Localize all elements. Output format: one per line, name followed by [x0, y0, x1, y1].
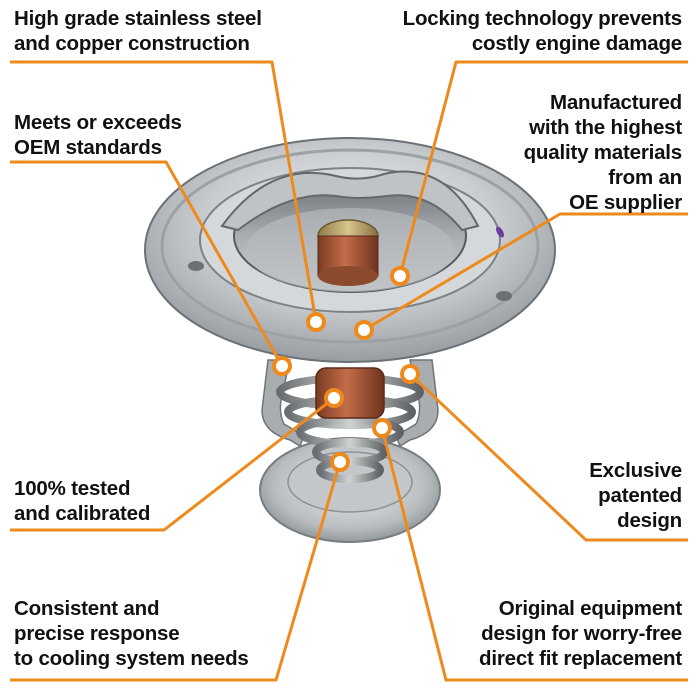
callout-line: design	[617, 509, 682, 532]
leader-direct-fit	[380, 427, 688, 682]
callout-line: to cooling system needs	[14, 647, 249, 670]
leader-stainless-copper	[10, 60, 318, 323]
callout-line: Original equipment	[498, 597, 682, 620]
callout-line: 100% tested	[14, 477, 131, 500]
callout-patented-design: Exclusive patented design	[589, 458, 682, 533]
dot-direct-fit	[372, 418, 392, 438]
leader-oem-standards	[10, 160, 284, 367]
dot-quality-materials	[354, 320, 374, 340]
callout-line: Meets or exceeds	[14, 111, 182, 134]
callout-locking-technology: Locking technology prevents costly engin…	[402, 6, 683, 56]
callout-line: Locking technology prevents	[402, 7, 683, 30]
leader-quality-materials	[363, 212, 688, 332]
callout-line: patented	[598, 484, 682, 507]
callout-stainless-copper: High grade stainless steel and copper co…	[14, 6, 262, 56]
callout-line: quality materials	[523, 141, 683, 164]
callout-line: Consistent and	[14, 597, 160, 620]
callout-quality-materials: Manufactured with the highest quality ma…	[523, 90, 683, 215]
callout-tested-calibrated: 100% tested and calibrated	[14, 476, 150, 526]
dot-precise-response	[330, 452, 350, 472]
callout-line: precise response	[14, 622, 180, 645]
callout-line: Manufactured	[549, 91, 682, 114]
leader-precise-response	[10, 461, 342, 682]
callout-line: direct fit replacement	[479, 647, 682, 670]
dot-patented-design	[400, 364, 420, 384]
callout-line: with the highest	[529, 116, 682, 139]
leader-locking-technology	[398, 60, 688, 277]
callout-line: OEM standards	[14, 136, 162, 159]
dot-stainless-copper	[306, 312, 326, 332]
bridge-strap	[220, 170, 480, 232]
callout-line: and calibrated	[14, 502, 151, 525]
callout-line: OE supplier	[569, 191, 682, 214]
dot-oem-standards	[272, 356, 292, 376]
callout-precise-response: Consistent and precise response to cooli…	[14, 596, 249, 671]
leader-tested-calibrated	[10, 396, 335, 532]
callout-line: from an	[608, 166, 682, 189]
leader-patented-design	[408, 372, 688, 542]
callout-oem-standards: Meets or exceeds OEM standards	[14, 110, 182, 160]
callout-direct-fit: Original equipment design for worry-free…	[479, 596, 682, 671]
callout-line: Exclusive	[589, 459, 682, 482]
dot-tested-calibrated	[324, 388, 344, 408]
callout-line: and copper construction	[14, 32, 250, 55]
callout-line: High grade stainless steel	[14, 7, 262, 30]
callout-line: costly engine damage	[471, 32, 682, 55]
callout-line: design for worry-free	[481, 622, 682, 645]
dot-locking-technology	[390, 266, 410, 286]
